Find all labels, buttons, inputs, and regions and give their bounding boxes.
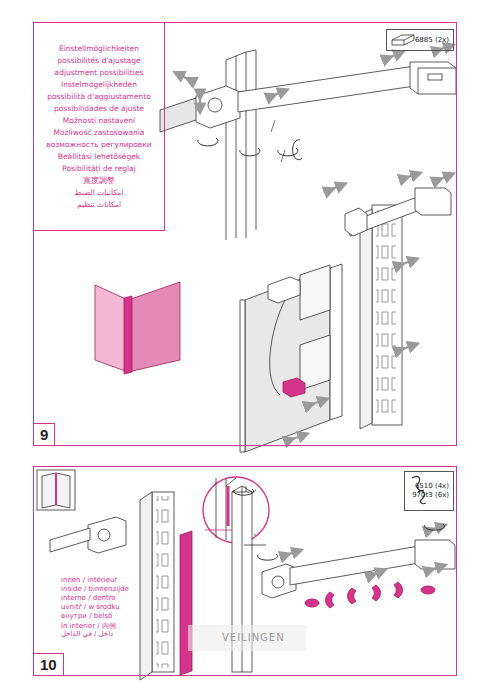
language-line: possibilità d'aggiustamento <box>47 91 151 103</box>
inside-label: داخل / في الداخل <box>60 630 114 638</box>
inside-label: inside / binnenzijde <box>60 585 130 593</box>
parts-box: 6885 (2x) <box>386 29 454 51</box>
language-line: امكانات تنظيم <box>77 199 121 211</box>
inside-label: innen / intérieur <box>60 576 118 584</box>
language-line: possibilidades de ajuste <box>54 103 144 115</box>
inside-label: внутри / belső <box>60 612 113 620</box>
language-line: Możliwość zastosowania <box>54 127 145 139</box>
language-line: possibilités d'ajustage <box>57 55 140 67</box>
part-quantity: 970t3 (6x) <box>412 491 449 500</box>
adjustment-note-box: Einstellmöglichkeitenpossibilités d'ajus… <box>34 23 165 231</box>
step-number: 10 <box>34 653 64 675</box>
inside-label: uvnitř / w środku <box>60 603 121 611</box>
step-panel: 10 6510 (4x)970t3 (6x) <box>33 466 457 676</box>
part-quantity: 6885 (2x) <box>415 36 449 45</box>
language-line: adjustment possibilities <box>55 67 144 79</box>
language-line: 寬度調整 <box>83 175 115 187</box>
language-line: Instelmogelijkheden <box>61 79 137 91</box>
language-line: امكانيات الضبط <box>75 187 124 199</box>
language-line: Posibilități de reglaj <box>62 163 136 175</box>
language-line: возможность регулировки <box>46 139 151 151</box>
inside-label: interno / dentro <box>60 594 117 602</box>
language-line: Einstellmöglichkeiten <box>59 43 139 55</box>
part-quantity: 6510 (4x) <box>415 482 449 491</box>
language-line: Beállítási lehetőségek <box>58 151 140 163</box>
watermark: VEILINGEN <box>222 632 285 643</box>
step-panel: 9 Einstellmöglichkeitenpossibilités d'aju… <box>33 22 457 446</box>
parts-box: 6510 (4x)970t3 (6x) <box>404 471 454 511</box>
language-line: Možnosti nastavení <box>63 115 135 127</box>
step-number: 9 <box>34 423 55 445</box>
